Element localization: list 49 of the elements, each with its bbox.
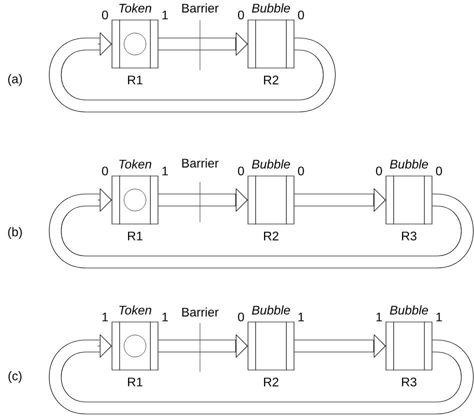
register-heading: Bubble [390, 159, 428, 169]
register-label: R3 [402, 378, 416, 386]
register-label: R2 [264, 378, 278, 386]
port-value: 0 [298, 166, 304, 176]
hollow-arrow [48, 334, 474, 414]
hollow-arrow [48, 188, 474, 268]
port-value: 1 [376, 312, 382, 322]
hollow-arrow [158, 188, 248, 212]
port-value: 0 [238, 10, 244, 20]
hollow-arrow [294, 188, 386, 212]
register-heading: Token [119, 3, 152, 13]
register-heading: Token [119, 305, 152, 315]
hollow-arrow [158, 334, 248, 358]
token-circle [124, 32, 146, 56]
port-value: 0 [102, 166, 108, 176]
barrier-label: Barrier [180, 157, 220, 169]
panel-label: (c) [6, 370, 24, 384]
port-value: 1 [162, 10, 168, 20]
register-heading: Bubble [252, 3, 290, 13]
register-label: R2 [264, 232, 278, 240]
port-value: 0 [102, 10, 108, 20]
port-value: 0 [376, 166, 382, 176]
token-circle [124, 188, 146, 212]
register-label: R1 [128, 378, 142, 386]
panel-label: (a) [6, 73, 24, 87]
hollow-arrow [158, 32, 248, 56]
port-value: 1 [436, 312, 442, 322]
hollow-arrow [294, 334, 386, 358]
token-circle [124, 334, 146, 358]
port-value: 1 [162, 312, 168, 322]
port-value: 0 [238, 312, 244, 322]
barrier-label: Barrier [180, 2, 220, 14]
register-heading: Token [119, 159, 152, 169]
panel-label: (b) [6, 226, 24, 240]
port-value: 0 [238, 166, 244, 176]
register-label: R3 [402, 232, 416, 240]
port-value: 1 [298, 312, 304, 322]
register-heading: Bubble [390, 305, 428, 315]
port-value: 1 [162, 166, 168, 176]
port-value: 0 [298, 10, 304, 20]
register-heading: Bubble [252, 305, 290, 315]
register-label: R2 [264, 76, 278, 84]
register-label: R1 [128, 76, 142, 84]
hollow-arrow [48, 32, 336, 112]
port-value: 0 [436, 166, 442, 176]
barrier-label: Barrier [180, 306, 220, 318]
register-heading: Bubble [252, 159, 290, 169]
port-value: 1 [102, 312, 108, 322]
register-label: R1 [128, 232, 142, 240]
